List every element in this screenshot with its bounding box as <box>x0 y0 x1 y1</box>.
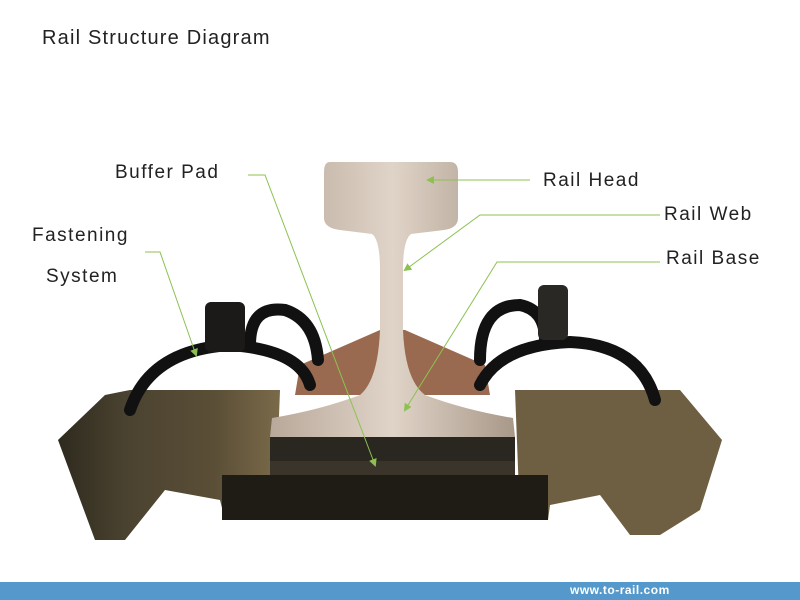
bolt-left <box>205 302 245 352</box>
bolt-right <box>538 285 568 340</box>
footer-bar: www.to-rail.com <box>0 582 800 600</box>
label-system: System <box>46 266 119 287</box>
footer-url[interactable]: www.to-rail.com <box>570 583 670 597</box>
buffer-pad <box>270 437 515 461</box>
label-rail-web: Rail Web <box>664 204 753 225</box>
rail <box>270 162 515 437</box>
diagram-title: Rail Structure Diagram <box>42 27 271 49</box>
label-rail-head: Rail Head <box>543 170 640 191</box>
sleeper-right <box>515 390 722 535</box>
label-buffer-pad: Buffer Pad <box>115 162 220 183</box>
sleeper-center <box>222 475 548 520</box>
label-rail-base: Rail Base <box>666 248 761 269</box>
label-fastening: Fastening <box>32 225 129 246</box>
